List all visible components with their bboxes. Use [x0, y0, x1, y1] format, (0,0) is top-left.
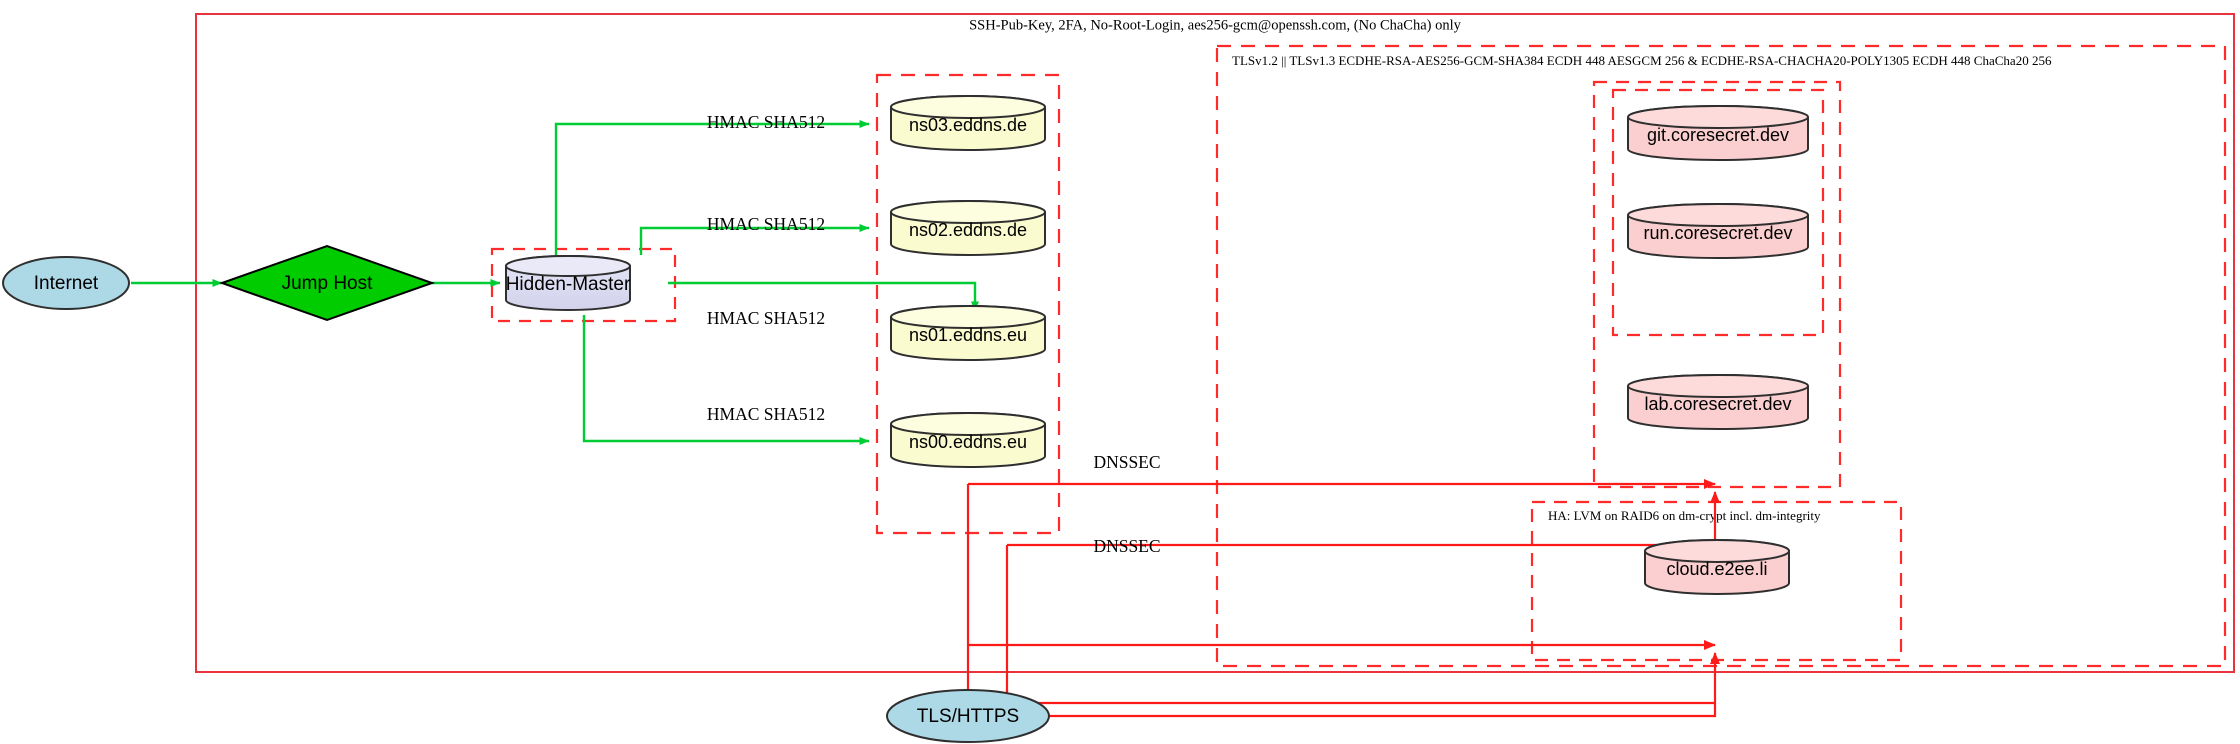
node-ns02[interactable]: ns02.eddns.de [890, 200, 1046, 256]
ssh-zone-boundary [195, 13, 2235, 673]
edge-label-hmac-ns03: HMAC SHA512 [707, 112, 825, 132]
node-ns01[interactable]: ns01.eddns.eu [890, 305, 1046, 361]
coresecret-outer-boundary [1592, 80, 1842, 489]
node-ns03-label: ns03.eddns.de [909, 115, 1027, 135]
node-git-coresecret-label: git.coresecret.dev [1647, 125, 1789, 145]
node-tls-https[interactable]: TLS/HTTPS [886, 689, 1050, 743]
node-ns00-label: ns00.eddns.eu [909, 432, 1027, 452]
node-cloud-e2ee[interactable]: cloud.e2ee.li [1644, 539, 1790, 595]
node-ns02-label: ns02.eddns.de [909, 220, 1027, 240]
edge-label-hmac-ns00: HMAC SHA512 [707, 404, 825, 424]
edge-label-hmac-ns01: HMAC SHA512 [707, 308, 825, 328]
node-lab-coresecret-label: lab.coresecret.dev [1644, 394, 1791, 414]
node-git-coresecret[interactable]: git.coresecret.dev [1627, 105, 1809, 161]
node-run-coresecret[interactable]: run.coresecret.dev [1627, 203, 1809, 259]
tls-zone-label: TLSv1.2 || TLSv1.3 ECDHE-RSA-AES256-GCM-… [1232, 53, 2052, 68]
ha-zone-label: HA: LVM on RAID6 on dm-crypt incl. dm-in… [1548, 508, 1821, 523]
node-ns03[interactable]: ns03.eddns.de [890, 95, 1046, 151]
edge-hiddenmaster-ns00 [582, 315, 870, 445]
node-lab-coresecret[interactable]: lab.coresecret.dev [1627, 374, 1809, 430]
edge-hiddenmaster-ns03 [554, 120, 870, 255]
node-hidden-master-label: Hidden-Master [506, 274, 631, 295]
edge-label-hmac-ns02: HMAC SHA512 [707, 214, 825, 234]
node-tls-https-label: TLS/HTTPS [917, 706, 1019, 727]
node-ns00[interactable]: ns00.eddns.eu [890, 412, 1046, 468]
node-jump-host[interactable]: Jump Host [218, 244, 436, 322]
edge-label-dnssec-lower: DNSSEC [1093, 536, 1160, 556]
ssh-zone-label: SSH-Pub-Key, 2FA, No-Root-Login, aes256-… [969, 17, 1462, 33]
node-internet[interactable]: Internet [2, 256, 130, 310]
edge-tlshttps-right [1049, 703, 1717, 718]
node-internet-label: Internet [34, 273, 99, 294]
node-jump-host-label: Jump Host [282, 273, 374, 294]
node-hidden-master[interactable]: Hidden-Master [505, 255, 631, 311]
node-cloud-e2ee-label: cloud.e2ee.li [1666, 559, 1767, 579]
edge-hiddenmaster-ns02 [639, 224, 870, 255]
node-ns01-label: ns01.eddns.eu [909, 325, 1027, 345]
edge-hiddenmaster-ns01 [668, 281, 979, 312]
tls-zone-boundary [1215, 44, 2227, 668]
node-run-coresecret-label: run.coresecret.dev [1643, 223, 1792, 243]
edge-label-dnssec-upper: DNSSEC [1093, 452, 1160, 472]
coresecret-inner-boundary [1611, 88, 1825, 337]
